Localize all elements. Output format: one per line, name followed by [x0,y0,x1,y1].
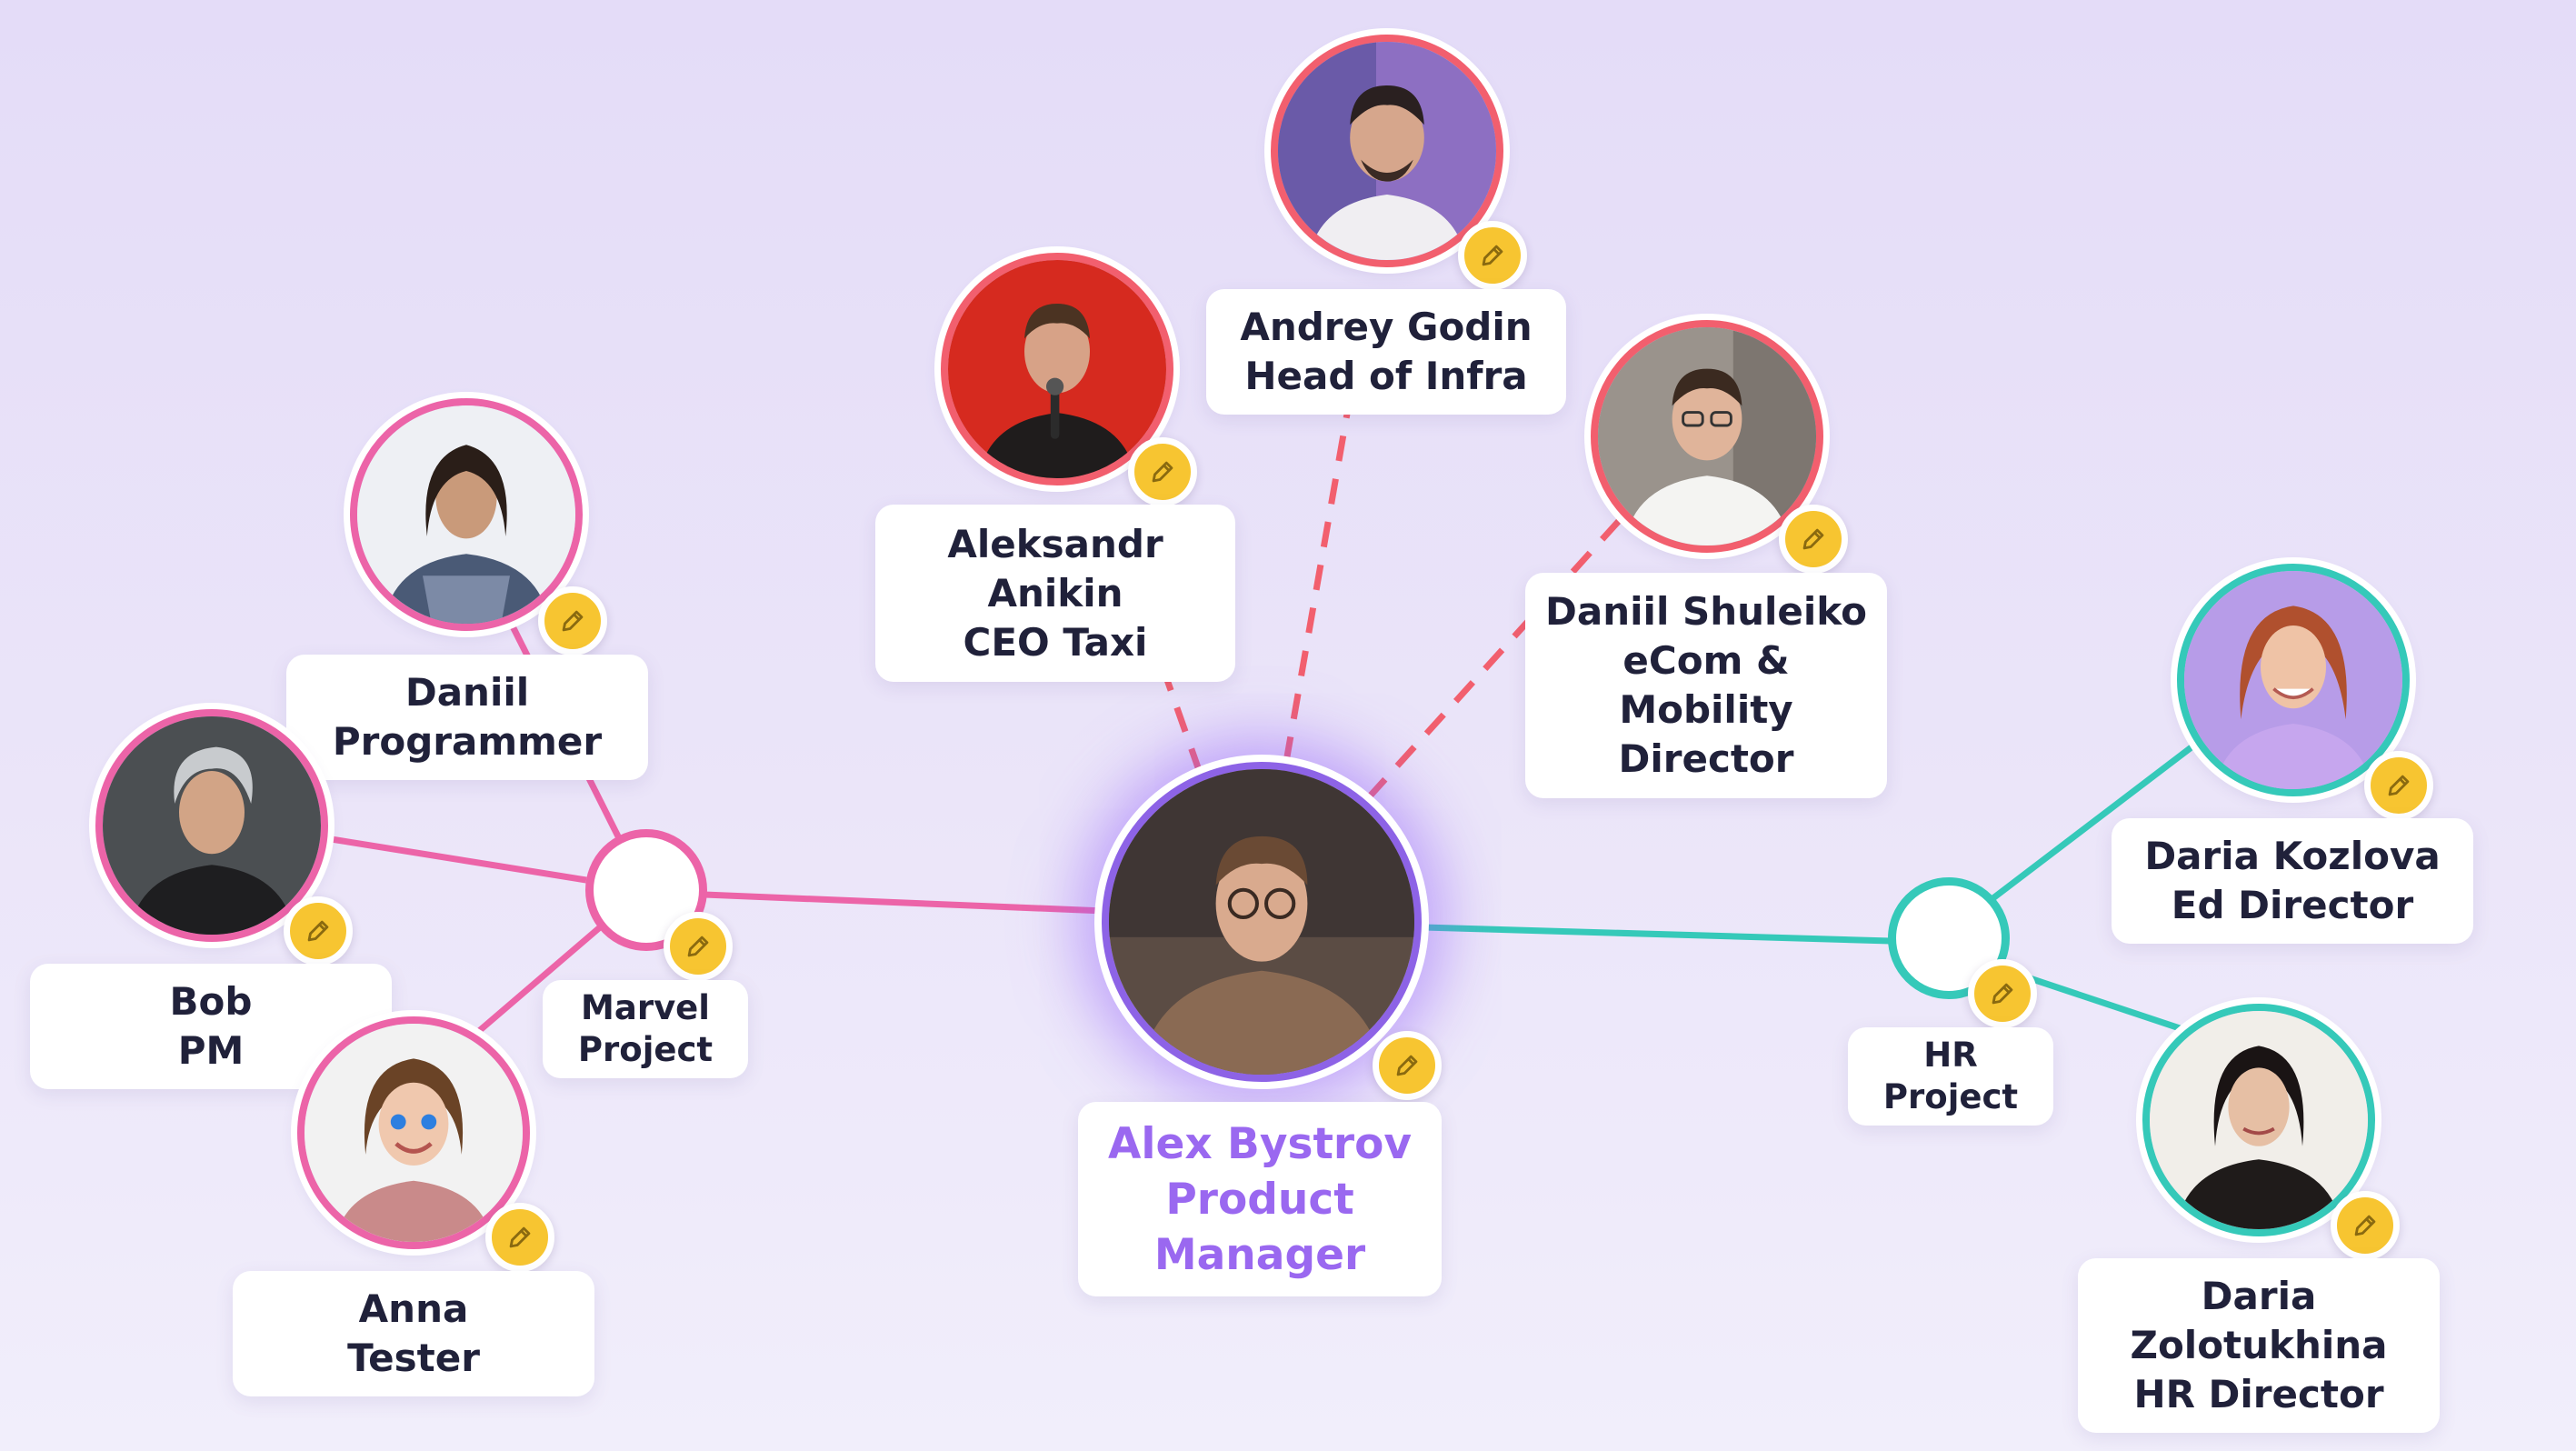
label-daria-zolotukhina: Daria Zolotukhina HR Director [2078,1258,2440,1433]
person-portrait-icon [357,405,575,624]
avatar-daniil[interactable] [350,398,583,631]
name-line: Aleksandr [947,521,1163,566]
label-hr-project: HR Project [1848,1027,2053,1126]
person-portrait-icon [1109,769,1414,1075]
project-name-line: HR [1923,1036,1978,1075]
avatar-bob[interactable] [95,709,328,942]
role-line: PM [177,1028,245,1073]
avatar-andrey-godin[interactable] [1271,35,1503,267]
name-line: Zolotukhina [2130,1323,2388,1367]
avatar-alex-bystrov[interactable] [1102,762,1422,1082]
link-marvel-bob [324,835,587,884]
label-marvel-project: Marvel Project [543,980,748,1078]
edit-daniil-shuleiko-button[interactable] [1779,505,1848,574]
person-portrait-icon [1278,42,1496,260]
pencil-icon [307,920,329,942]
edit-hr-project-button[interactable] [1968,959,2037,1028]
role-line: Head of Infra [1244,354,1528,398]
link-center-daniil-shuleiko [1365,509,1630,801]
label-alex-bystrov: Alex Bystrov Product Manager [1078,1102,1442,1296]
person-portrait-icon [305,1024,523,1242]
edit-daniil-button[interactable] [538,586,607,655]
edit-marvel-project-button[interactable] [664,912,733,981]
avatar-daria-kozlova[interactable] [2177,564,2410,796]
center-role-line-2: Manager [1153,1229,1366,1280]
person-portrait-icon [103,716,321,935]
pencil-icon [1396,1055,1418,1076]
edit-alex-bystrov-button[interactable] [1373,1031,1442,1100]
label-daniil: Daniil Programmer [286,655,648,780]
person-portrait-icon [2184,571,2402,789]
pencil-icon [1482,245,1503,266]
avatar-daniil-shuleiko[interactable] [1591,320,1823,553]
person-portrait-icon [1598,327,1816,545]
person-portrait-icon [2150,1011,2368,1229]
center-role-line-1: Product [1165,1174,1354,1225]
name-line: Anna [358,1286,469,1331]
label-anna: Anna Tester [233,1271,594,1396]
name-line: Daria Kozlova [2144,834,2441,878]
avatar-aleksandr-anikin[interactable] [941,253,1173,485]
role-line: Director [1618,736,1794,781]
pencil-icon [2388,775,2410,796]
project-name-line: Project [577,1030,714,1069]
pencil-icon [687,936,709,957]
edit-daria-kozlova-button[interactable] [2364,751,2433,820]
label-aleksandr-anikin: Aleksandr Anikin CEO Taxi [875,505,1235,682]
pencil-icon [562,610,584,632]
role-line: eCom & [1622,638,1790,683]
pencil-icon [2354,1215,2376,1236]
link-center-marvel [704,891,1105,915]
project-name-line: Project [1882,1077,2019,1116]
name-line: Daniil Shuleiko [1545,589,1867,634]
role-line: HR Director [2133,1372,2384,1416]
name-line: Anikin [987,570,1123,615]
pencil-icon [509,1226,531,1248]
edit-andrey-godin-button[interactable] [1458,221,1527,290]
project-name-line: Marvel [581,988,710,1027]
edit-aleksandr-anikin-button[interactable] [1128,437,1197,506]
link-center-hr [1423,924,1892,945]
person-portrait-icon [948,260,1166,478]
role-line: Ed Director [2171,883,2414,927]
pencil-icon [1992,983,2013,1005]
role-line: Mobility [1619,687,1793,732]
link-hr-daria-kozlova [1988,738,2202,903]
edit-anna-button[interactable] [485,1203,554,1272]
center-name: Alex Bystrov [1107,1118,1413,1169]
pencil-icon [1152,461,1173,483]
link-marvel-anna [470,925,603,1039]
name-line: Andrey Godin [1240,305,1533,349]
edit-bob-button[interactable] [284,896,353,966]
avatar-anna[interactable] [297,1016,530,1249]
label-andrey-godin: Andrey Godin Head of Infra [1206,289,1566,415]
edit-daria-zolotukhina-button[interactable] [2331,1191,2400,1260]
name-line: Daniil [404,670,530,715]
name-line: Daria [2201,1274,2317,1318]
avatar-daria-zolotukhina[interactable] [2142,1004,2375,1236]
role-line: Programmer [332,719,603,764]
label-daniil-shuleiko: Daniil Shuleiko eCom & Mobility Director [1525,573,1887,798]
link-center-andrey-godin [1283,413,1351,763]
pencil-icon [1802,528,1824,550]
label-daria-kozlova: Daria Kozlova Ed Director [2112,818,2473,944]
role-line: Tester [347,1336,480,1380]
role-line: CEO Taxi [963,619,1148,665]
name-line: Bob [169,979,253,1024]
